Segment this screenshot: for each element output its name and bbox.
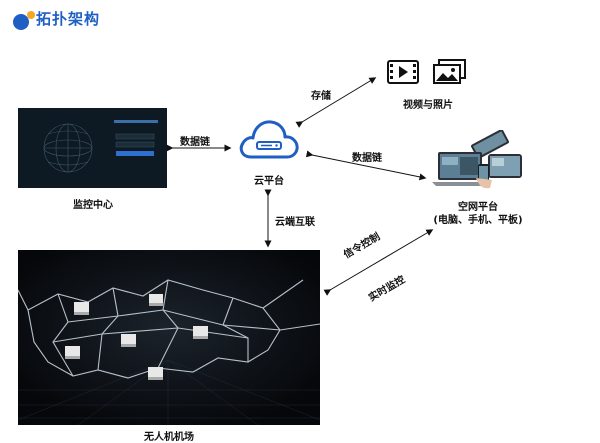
- brand-name: 拓扑架构: [36, 10, 101, 28]
- cloud-icon: [239, 120, 299, 159]
- video-icon: [387, 60, 419, 84]
- arrow-field-platform: [323, 229, 434, 296]
- data-link-left-label: 数据链: [180, 137, 210, 148]
- arrow-cloud-platform: [305, 150, 427, 181]
- logo-icon: [13, 11, 35, 30]
- data-link-right-label: 数据链: [352, 153, 382, 164]
- drone-airport-units: [65, 294, 208, 380]
- airspace-platform-sub: (电脑、手机、平板): [433, 215, 523, 226]
- monitoring-center-label: 监控中心: [73, 200, 113, 211]
- drone-airport-map: [18, 250, 320, 425]
- cloud-interconnect-label: 云端互联: [275, 217, 315, 228]
- brand-logo: [8, 7, 148, 35]
- monitor-screenshot: [18, 108, 167, 188]
- drone-airport-label: 无人机机场: [144, 432, 194, 443]
- cloud-platform-label: 云平台: [254, 176, 284, 187]
- photos-icon: [433, 59, 466, 84]
- video-photos-label: 视频与照片: [403, 100, 453, 111]
- arrow-cloud-storage: [295, 77, 377, 128]
- storage-label: 存储: [311, 91, 331, 102]
- laptop-phone-tablet-image: [432, 130, 524, 192]
- airspace-platform-title: 空网平台: [458, 202, 498, 213]
